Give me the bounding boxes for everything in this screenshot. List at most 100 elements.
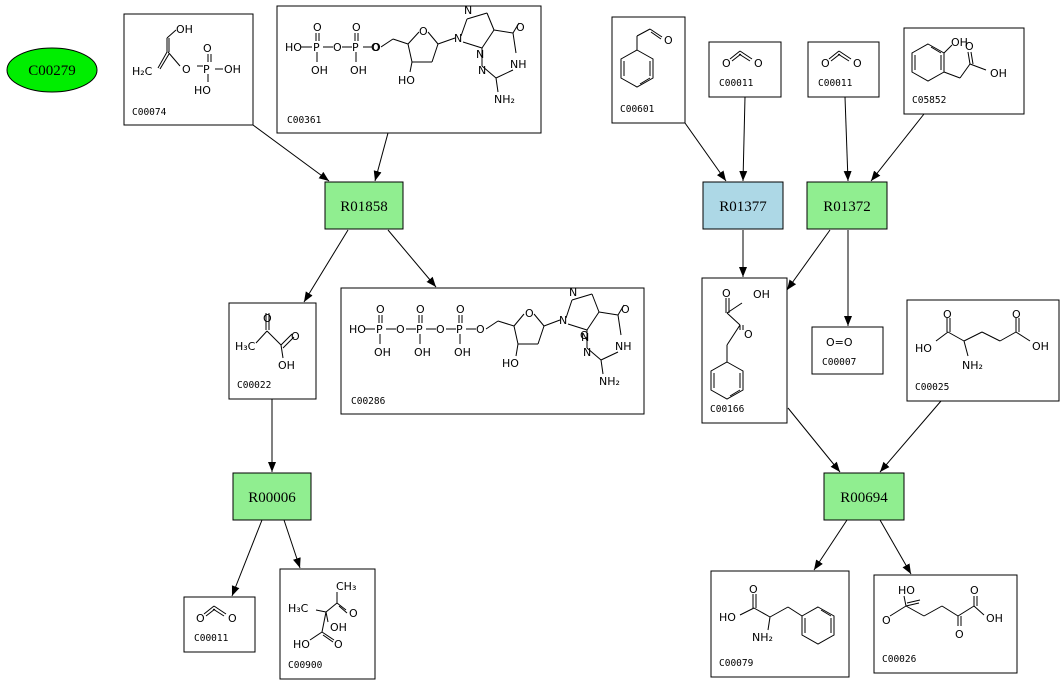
svg-text:O: O <box>333 41 342 54</box>
svg-text:O: O <box>349 607 358 620</box>
svg-text:HO: HO <box>349 323 366 336</box>
compound-node-C05852[interactable]: OH O OH C05852 <box>903 27 1025 115</box>
reaction-node-R01372[interactable]: R01372 <box>806 181 888 230</box>
edge-C00166-R00694 <box>787 407 841 473</box>
svg-text:O: O <box>516 21 525 34</box>
compound-id: C00900 <box>288 660 323 671</box>
svg-text:OH: OH <box>224 63 241 76</box>
structure-C00361 <box>301 12 520 93</box>
svg-text:OH: OH <box>951 36 968 49</box>
svg-text:O: O <box>970 584 979 597</box>
compound-id: C00286 <box>351 396 386 407</box>
svg-text:O: O <box>754 57 763 70</box>
compound-id: C00022 <box>237 380 271 391</box>
compound-node-C00022[interactable]: H₃C O O OH C00022 <box>228 302 317 400</box>
structure-C00079 <box>739 594 835 645</box>
svg-text:P: P <box>352 41 359 54</box>
svg-text:O: O <box>853 57 862 70</box>
reaction-node-R00694[interactable]: R00694 <box>823 472 905 521</box>
svg-text:NH: NH <box>510 58 527 71</box>
structure-C00011-c <box>828 50 852 62</box>
structure-C00011-b <box>729 50 753 62</box>
svg-text:HO: HO <box>719 611 736 624</box>
compound-node-C00079[interactable]: O HO NH₂ C00079 <box>710 570 850 678</box>
svg-text:O: O <box>965 40 974 53</box>
svg-text:N: N <box>583 346 591 359</box>
reaction-label: R01377 <box>719 199 767 215</box>
structure-C00286 <box>365 293 625 375</box>
reaction-node-R00006[interactable]: R00006 <box>232 472 312 521</box>
svg-text:OH: OH <box>753 288 770 301</box>
edge-C00361-R01858 <box>373 132 389 182</box>
reaction-node-R01858[interactable]: R01858 <box>324 181 404 230</box>
compound-node-C00026[interactable]: HO O O OH O C00026 <box>873 574 1018 674</box>
edge-C00011-R01372 <box>843 96 852 182</box>
svg-text:P: P <box>456 323 463 336</box>
svg-text:O: O <box>525 307 534 320</box>
svg-text:O: O <box>456 303 465 316</box>
compound-id: C00025 <box>915 382 949 393</box>
svg-text:NH₂: NH₂ <box>599 375 620 388</box>
svg-text:HO: HO <box>898 584 915 597</box>
compound-node-C00025[interactable]: O O HO OH NH₂ C00025 <box>906 299 1060 402</box>
svg-text:HO: HO <box>293 638 310 651</box>
compound-id: C00011 <box>194 633 229 644</box>
compound-id: C00166 <box>710 404 745 415</box>
compound-id: C00011 <box>818 78 853 89</box>
svg-text:O: O <box>396 323 405 336</box>
edge-R00006-C00011 <box>231 519 263 597</box>
svg-text:H₃C: H₃C <box>288 602 309 615</box>
svg-text:OH: OH <box>986 612 1003 625</box>
compound-node-C00011[interactable]: O O C00011 <box>807 41 880 98</box>
svg-text:NH: NH <box>615 340 632 353</box>
svg-text:O: O <box>376 303 385 316</box>
compound-node-C00166[interactable]: O OH O C00166 <box>701 277 788 424</box>
svg-text:O=O: O=O <box>826 336 853 349</box>
svg-text:HO: HO <box>285 41 302 54</box>
svg-text:NH₂: NH₂ <box>494 93 515 106</box>
svg-text:O: O <box>955 628 964 641</box>
compound-id: C00074 <box>132 107 167 118</box>
svg-text:N: N <box>581 331 589 344</box>
structure-C00025 <box>935 318 1031 357</box>
svg-text:O: O <box>416 303 425 316</box>
svg-text:OH: OH <box>1032 340 1049 353</box>
svg-text:CH₃: CH₃ <box>336 580 356 593</box>
compound-id: C00601 <box>620 104 655 115</box>
svg-text:O: O <box>313 21 322 34</box>
compound-node-C00286[interactable]: HO P O P O P O O OH OH OH O O O O HO N N… <box>340 286 645 415</box>
svg-text:HO: HO <box>502 357 519 370</box>
svg-text:O: O <box>882 614 891 627</box>
svg-text:P: P <box>376 323 383 336</box>
svg-text:O: O <box>371 41 380 54</box>
compound-node-C00361[interactable]: HO P O P O O OH OH O O O HO N N N N NH O… <box>276 4 542 134</box>
edge-R00694-C00026 <box>879 519 912 575</box>
edge-R01372-C00166 <box>786 229 831 291</box>
compound-node-C00007[interactable]: O=O C00007 <box>811 326 884 375</box>
svg-text:O: O <box>196 612 205 625</box>
compound-node-C00900[interactable]: CH₃ H₃C O OH HO O C00900 <box>279 568 376 680</box>
svg-text:OH: OH <box>414 346 431 359</box>
compound-node-C00601[interactable]: O C00601 <box>611 16 686 124</box>
svg-text:NH₂: NH₂ <box>962 359 983 372</box>
structure-C05852 <box>911 43 987 82</box>
svg-text:H₃C: H₃C <box>235 340 256 353</box>
svg-text:O: O <box>664 34 673 47</box>
compound-node-C00074[interactable]: OH O H₂C O P OH HO C00074 <box>123 13 254 126</box>
reaction-node-R01377[interactable]: R01377 <box>702 181 784 230</box>
svg-text:P: P <box>416 323 423 336</box>
reaction-label: R01372 <box>823 199 871 215</box>
reaction-label: R01858 <box>340 199 388 215</box>
reaction-label: R00694 <box>840 490 888 506</box>
edge-C00074-R01858 <box>252 124 330 182</box>
svg-text:O: O <box>821 57 830 70</box>
query-node-C00279[interactable]: C00279 <box>6 47 98 93</box>
compound-node-C00011[interactable]: O O C00011 <box>708 41 782 98</box>
compound-id: C00007 <box>822 357 856 368</box>
compound-node-C00011[interactable]: O O C00011 <box>183 596 256 653</box>
edge-C00011-R01377 <box>739 96 748 182</box>
structure-C00074 <box>157 29 223 82</box>
svg-text:O: O <box>291 330 300 343</box>
edge-C05852-R01372 <box>870 113 925 182</box>
